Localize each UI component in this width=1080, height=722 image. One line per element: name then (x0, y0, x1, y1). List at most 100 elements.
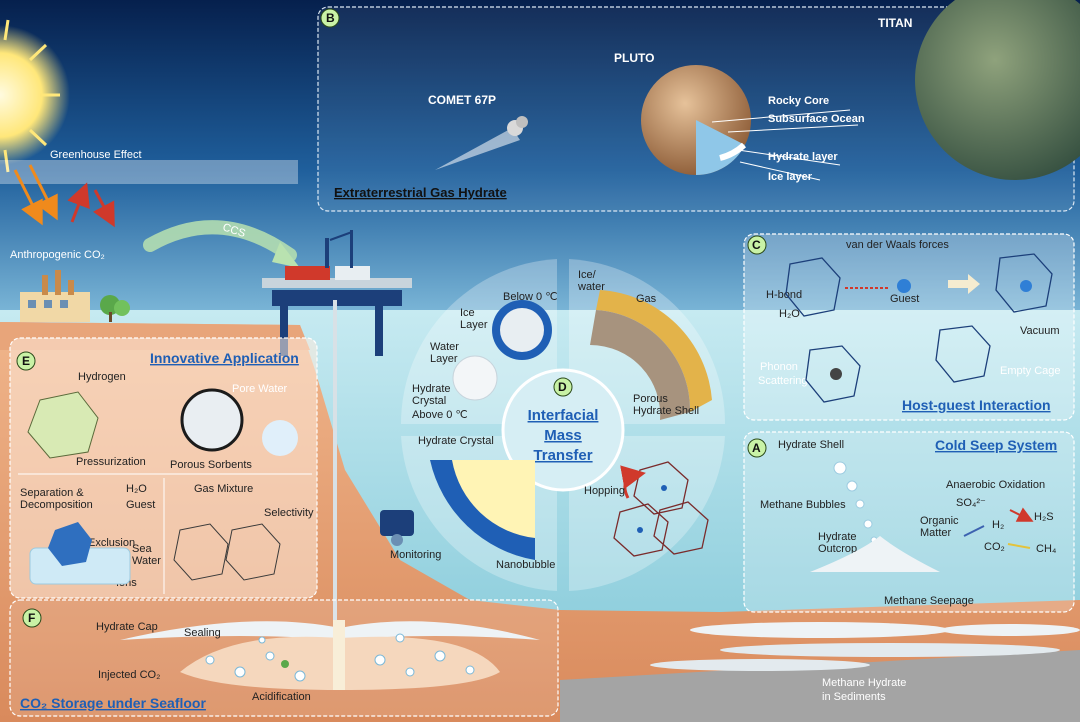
gas-label: Gas (636, 293, 657, 305)
greenhouse-label: Greenhouse Effect (50, 149, 142, 161)
panel-c-badge-label: C (752, 238, 761, 252)
sea-water-label-1: Sea (132, 543, 152, 555)
co2-ch4-arrow (1007, 543, 1031, 549)
selectivity-label: Selectivity (264, 507, 314, 519)
e-h2o-label: H₂O (126, 483, 147, 495)
subsurface-ocean-label: Subsurface Ocean (768, 113, 865, 125)
panel-d-title-3: Transfer (533, 447, 592, 464)
comet-icon (507, 116, 528, 136)
porous-shell-inner (590, 310, 691, 420)
so4-h2s-arrow (1009, 507, 1034, 522)
vacuum-label: Vacuum (1020, 325, 1060, 337)
panel-c (743, 233, 1075, 421)
panel-e-badge-label: E (22, 354, 30, 368)
panel-e-title: Innovative Application (150, 350, 299, 366)
organic-label-1: Organic (920, 515, 959, 527)
guest-molecule-icon (897, 279, 911, 293)
hydrate-crystal-label: Hydrate Crystal (418, 435, 494, 447)
hydrate-crystal-label-2: Crystal (412, 395, 446, 407)
acidification-label: Acidification (252, 691, 311, 703)
hydrate-crystal-label-1: Hydrate (412, 383, 451, 395)
guest-molecule-icon (830, 368, 842, 380)
anaerobic-label: Anaerobic Oxidation (946, 479, 1045, 491)
panel-b-badge-label: B (326, 11, 335, 25)
anthropogenic-co2-label: Anthropogenic CO₂ (10, 249, 105, 261)
ccs-arrow (143, 220, 297, 262)
porous-label-1: Porous (633, 393, 668, 405)
guest-label: Guest (890, 293, 919, 305)
organic-label-2: Matter (920, 527, 952, 539)
panel-d-title-2: Mass (544, 427, 582, 444)
panel-b-badge (320, 8, 340, 28)
hbond-label: H-bond (766, 289, 802, 301)
guest-molecule (637, 527, 643, 533)
h2-label: H₂ (992, 519, 1004, 531)
phonon-label-2: Scattering (758, 375, 808, 387)
separation-label-2: Decomposition (20, 499, 93, 511)
methane-hydrate-lenses (650, 622, 1080, 671)
gas-mixture-label: Gas Mixture (194, 483, 253, 495)
hydrate-cap-label: Hydrate Cap (96, 621, 158, 633)
panel-a (743, 431, 1075, 613)
panel-a-badge-label: A (752, 441, 761, 455)
rocky-core-label: Rocky Core (768, 95, 829, 107)
pressurization-label: Pressurization (76, 456, 146, 468)
panel-d-badge-label: D (558, 380, 567, 394)
so4-label: SO₄²⁻ (956, 497, 986, 509)
methane-bubbles-label: Methane Bubbles (760, 499, 846, 511)
porous-sorbent-icon (180, 388, 244, 452)
injected-co2-label: Injected CO₂ (98, 669, 160, 681)
methane-hydrate-label-2: in Sediments (822, 691, 886, 703)
sealing-label: Sealing (184, 627, 221, 639)
h2o-label: H₂O (779, 308, 800, 320)
panel-f-title: CO₂ Storage under Seafloor (20, 695, 206, 711)
deep-rock (560, 650, 1080, 722)
nanobubble-layer (452, 460, 535, 538)
hydrate-crystal-icon (48, 522, 92, 566)
pluto-label: PLUTO (614, 51, 654, 65)
monitoring-label: Monitoring (390, 549, 441, 561)
porous-label-2: Hydrate Shell (633, 405, 699, 417)
pluto-leader-lines (711, 109, 859, 181)
pore-water-icon (262, 420, 298, 456)
titan-icon (915, 0, 1080, 180)
comet-tail (435, 128, 520, 170)
hydrogen-cage-icon (27, 391, 99, 459)
methane-hydrate-label-1: Methane Hydrate (822, 677, 906, 689)
phonon-label-1: Phonon (760, 361, 798, 373)
panel-c-title: Host-guest Interaction (902, 397, 1051, 413)
comet-label: COMET 67P (428, 93, 496, 107)
ice-water-label-2: water (577, 281, 605, 293)
hydrate-shell-label: Hydrate Shell (778, 439, 844, 451)
methane-bubbles-icons (833, 461, 878, 544)
above-zero-label: Above 0 ℃ (412, 409, 468, 421)
ice-water-label-1: Ice/ (578, 269, 597, 281)
hydrate-layer-label: Hydrate layer (768, 151, 838, 163)
e-guest-label: Guest (126, 499, 155, 511)
pore-water-label: Pore Water (232, 383, 288, 395)
organic-h2-arrow (963, 525, 985, 537)
offshore-platform-icon (262, 230, 412, 690)
hydrate-outcrop-label-1: Hydrate (818, 531, 857, 543)
panel-f-badge-label: F (28, 611, 35, 625)
guest-molecule-icon (1020, 280, 1032, 292)
monitoring-icon (380, 510, 414, 546)
transition-arrow (948, 274, 980, 294)
panel-a-badge (747, 438, 767, 458)
below-zero-label: Below 0 ℃ (503, 291, 558, 303)
co2-label: CO₂ (984, 541, 1005, 553)
injection-well (333, 620, 345, 690)
water-layer-sphere (452, 355, 498, 401)
greenhouse-band (0, 160, 298, 184)
methane-seepage-label: Methane Seepage (884, 595, 974, 607)
water-layer-label-1: Water (430, 341, 459, 353)
ice-core (500, 308, 544, 352)
titan-label: TITAN (878, 16, 912, 30)
water-layer-label-2: Layer (430, 353, 458, 365)
porous-hydrate-shell (596, 290, 712, 412)
panel-c-badge (747, 235, 767, 255)
sun-icon (0, 25, 70, 165)
ice-layer-label-1: Ice (460, 307, 475, 319)
vdw-label: van der Waals forces (846, 239, 949, 251)
